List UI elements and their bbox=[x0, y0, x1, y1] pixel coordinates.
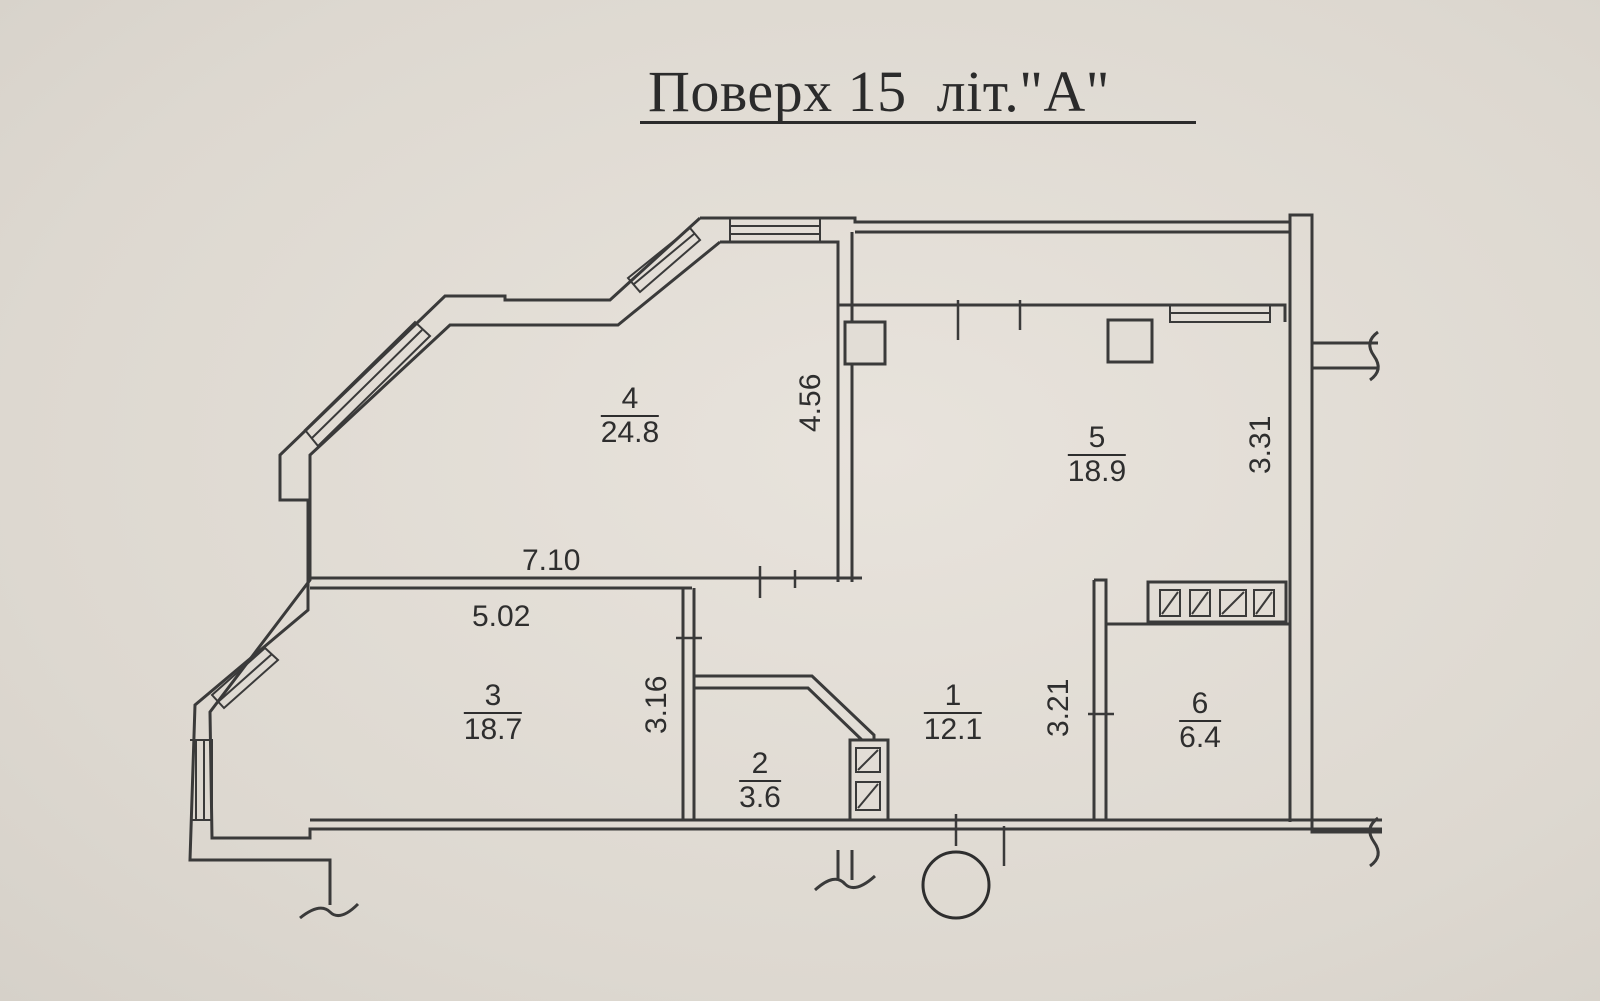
partition-3-2 bbox=[681, 588, 696, 820]
dimension-5-02: 5.02 bbox=[472, 600, 531, 633]
break-mark-4 bbox=[813, 874, 877, 892]
dimension-3-21: 3.21 bbox=[1042, 678, 1075, 737]
riser-circle bbox=[921, 850, 991, 920]
partition-4-5 bbox=[836, 232, 854, 582]
partition-4-3 bbox=[310, 576, 862, 590]
window-east bbox=[1169, 304, 1271, 323]
break-mark-1 bbox=[1368, 330, 1380, 382]
shaft-2 bbox=[1106, 318, 1154, 364]
window-diagonal-2 bbox=[303, 320, 432, 448]
dimension-7-10: 7.10 bbox=[522, 544, 581, 577]
east-wall bbox=[1288, 215, 1378, 822]
dimension-3-16: 3.16 bbox=[640, 675, 673, 734]
room-6: 6 6.4 bbox=[1179, 687, 1221, 754]
break-mark-2 bbox=[1368, 816, 1380, 868]
window-north bbox=[729, 217, 821, 243]
title-underline bbox=[640, 121, 1196, 124]
room-5: 5 18.9 bbox=[1067, 421, 1127, 488]
room-4: 4 24.8 bbox=[600, 382, 660, 449]
dimension-3-31: 3.31 bbox=[1244, 415, 1277, 474]
bathroom-wall bbox=[694, 674, 876, 820]
window-west bbox=[190, 739, 213, 821]
shaft-1 bbox=[843, 320, 887, 366]
room-1: 1 12.1 bbox=[923, 679, 983, 746]
north-wall bbox=[855, 220, 1290, 234]
room-2: 2 3.6 bbox=[739, 747, 781, 814]
outer-wall bbox=[188, 213, 1382, 905]
window-diagonal-1 bbox=[626, 226, 702, 294]
dimension-4-56: 4.56 bbox=[794, 373, 827, 432]
floor-title: Поверх 15 літ."А" bbox=[648, 59, 1110, 124]
window-diagonal-3 bbox=[210, 646, 280, 710]
partition-6 bbox=[1092, 578, 1290, 820]
break-mark-3 bbox=[299, 902, 360, 920]
room-3: 3 18.7 bbox=[463, 679, 523, 746]
